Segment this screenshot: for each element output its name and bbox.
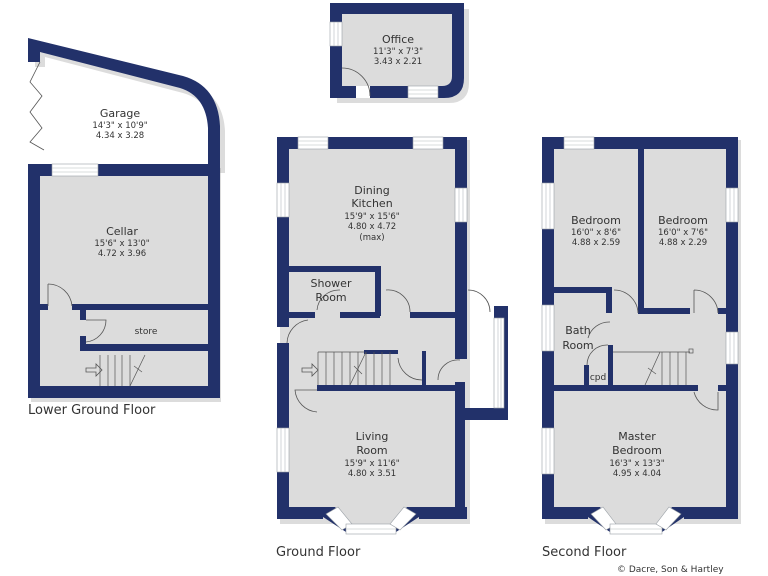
- living-room-imperial: 15'9" x 11'6": [344, 459, 399, 469]
- master-bedroom-metric: 4.95 x 4.04: [613, 469, 661, 479]
- cellar-walls: [28, 163, 221, 402]
- ground-floor-plan: Dining Kitchen 15'9" x 15'6" 4.80 x 4.72…: [276, 136, 508, 560]
- bay-window: [585, 506, 687, 535]
- store-label: store: [135, 327, 158, 337]
- dining-kitchen-imperial: 15'9" x 15'6": [344, 212, 399, 222]
- dining-kitchen-name-2: Kitchen: [351, 197, 392, 210]
- window: [563, 136, 595, 150]
- door-icon: [397, 357, 423, 381]
- door-icon: [586, 344, 609, 366]
- living-room-metric: 4.80 x 3.51: [348, 469, 396, 479]
- bedroom-2-metric: 4.88 x 2.29: [659, 238, 707, 248]
- cellar-name: Cellar: [106, 225, 138, 238]
- stairs-icon: [613, 348, 694, 386]
- cellar-imperial: 15'6" x 13'0": [94, 239, 149, 249]
- floor-label-lower-ground: Lower Ground Floor: [28, 403, 156, 418]
- lower-ground-floor-plan: Garage 14'3" x 10'9" 4.34 x 3.28 Cellar …: [28, 38, 225, 418]
- arrow-up-icon: [301, 363, 319, 377]
- bath-room-name-1: Bath: [565, 324, 591, 337]
- shower-room-name-2: Room: [315, 291, 346, 304]
- master-bedroom-name-2: Bedroom: [612, 444, 662, 457]
- window: [276, 427, 290, 473]
- bedroom-2-name: Bedroom: [658, 214, 708, 227]
- bath-room-name-2: Room: [562, 339, 593, 352]
- window: [454, 187, 468, 223]
- bay-window: [320, 506, 422, 535]
- dining-kitchen-metric: 4.80 x 4.72: [348, 222, 396, 232]
- door-icon: [385, 289, 411, 313]
- cpd-label: cpd: [590, 373, 606, 383]
- floor-label-second: Second Floor: [542, 545, 627, 560]
- door-icon: [437, 359, 461, 381]
- window: [725, 331, 739, 365]
- living-room-name-1: Living: [356, 430, 389, 443]
- office-plan: Office 11'3" x 7'3" 3.43 x 2.21: [329, 3, 469, 103]
- floor-label-ground: Ground Floor: [276, 545, 361, 560]
- window: [412, 136, 444, 150]
- living-room-name-2: Room: [356, 444, 387, 457]
- window: [541, 182, 555, 230]
- master-bedroom-imperial: 16'3" x 13'3": [609, 459, 664, 469]
- window: [51, 163, 99, 177]
- shower-room-name-1: Shower: [311, 277, 352, 290]
- door-icon: [316, 289, 341, 311]
- door-icon: [341, 67, 371, 97]
- stairs-icon: [99, 354, 146, 387]
- garage-metric: 4.34 x 3.28: [96, 131, 144, 141]
- door-icon: [613, 289, 639, 314]
- master-bedroom-name-1: Master: [618, 430, 656, 443]
- bedroom-1-name: Bedroom: [571, 214, 621, 227]
- door-icon: [467, 289, 491, 313]
- door-icon: [587, 321, 611, 339]
- office-name: Office: [382, 33, 414, 46]
- garage-imperial: 14'3" x 10'9": [92, 121, 147, 131]
- office-imperial: 11'3" x 7'3": [373, 47, 423, 57]
- window: [276, 182, 290, 218]
- bedroom-2-imperial: 16'0" x 7'6": [658, 228, 708, 238]
- garage-walls: [28, 38, 225, 173]
- window: [297, 136, 329, 150]
- bedroom-1-metric: 4.88 x 2.59: [572, 238, 620, 248]
- window: [407, 85, 439, 99]
- door-icon: [47, 283, 73, 307]
- door-icon: [294, 389, 318, 413]
- arrow-up-icon: [85, 363, 103, 377]
- stairs-icon: [317, 351, 391, 386]
- door-icon: [693, 289, 719, 314]
- garage-name: Garage: [100, 107, 141, 120]
- second-floor-plan: Bedroom 16'0" x 8'6" 4.88 x 2.59 Bedroom…: [541, 136, 741, 560]
- dining-kitchen-name-1: Dining: [354, 184, 390, 197]
- window: [541, 304, 555, 352]
- office-metric: 3.43 x 2.21: [374, 57, 422, 67]
- cellar-metric: 4.72 x 3.96: [98, 249, 146, 259]
- door-icon: [286, 319, 309, 344]
- window: [541, 427, 555, 475]
- bedroom-1-imperial: 16'0" x 8'6": [571, 228, 621, 238]
- copyright-notice: © Dacre, Son & Hartley: [617, 565, 724, 575]
- window: [329, 21, 343, 47]
- window: [493, 317, 505, 409]
- door-icon: [693, 391, 719, 411]
- dining-kitchen-note: (max): [359, 233, 384, 243]
- garage-door-icon: [29, 61, 45, 151]
- window: [725, 187, 739, 223]
